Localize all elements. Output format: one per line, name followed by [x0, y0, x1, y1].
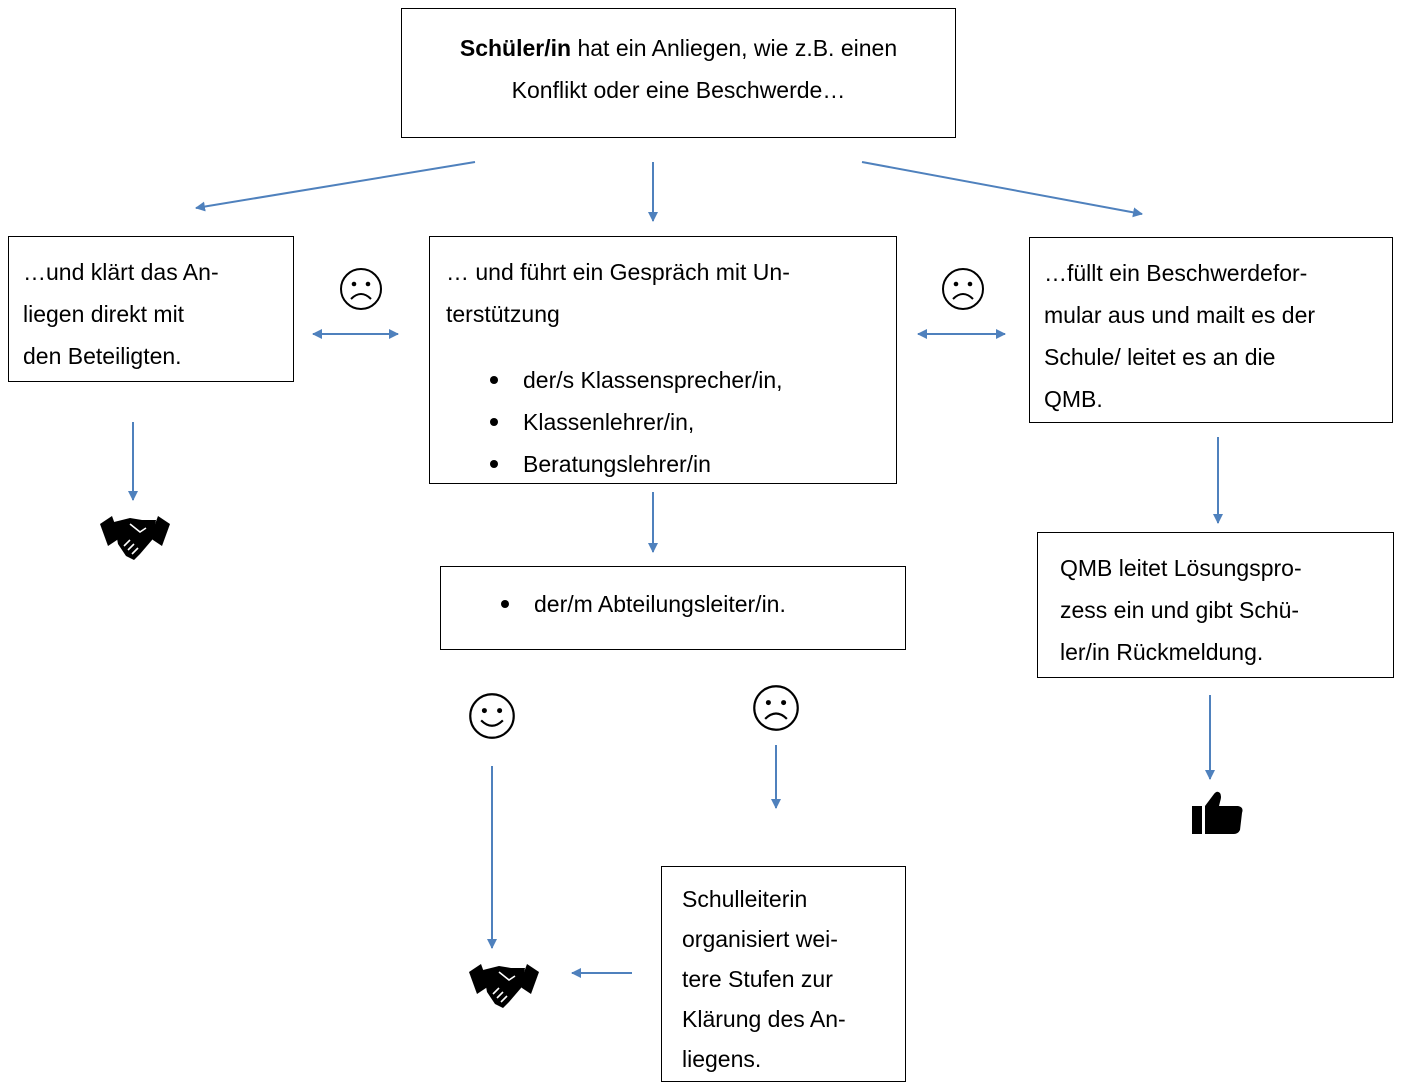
start-subject: Schüler/in	[459, 35, 572, 61]
box-line: liegens.	[682, 1046, 762, 1072]
qmb-box: QMB leitet Lösungspro- zess ein und gibt…	[1037, 532, 1394, 678]
box-line: Schule/ leitet es an die	[1044, 344, 1276, 370]
frowning-face-icon	[942, 268, 984, 310]
frowning-face-icon	[340, 268, 382, 310]
list-item: Klassenlehrer/in,	[430, 401, 896, 443]
box-line: mular aus und mailt es der	[1044, 302, 1316, 328]
conversation-box: … und führt ein Gespräch mit Un- terstüt…	[429, 236, 897, 484]
box-line: ler/in Rückmeldung.	[1060, 639, 1264, 665]
arrow-top-to-right	[861, 161, 1143, 218]
principal-box: Schulleiterin organisiert wei- tere Stuf…	[661, 866, 906, 1082]
start-text-line-1: hat ein Anliegen, wie z.B. einen	[571, 35, 898, 61]
start-text-line-2: Konflikt oder eine Beschwerde…	[511, 77, 846, 103]
box-line: terstützung	[446, 301, 560, 327]
list-item: der/s Klassensprecher/in,	[430, 359, 896, 401]
box-line: den Beteiligten.	[23, 343, 182, 369]
box-line: Schulleiterin	[682, 886, 808, 912]
box-line: …füllt ein Beschwerdefor-	[1044, 260, 1308, 286]
box-line: organisiert wei-	[682, 926, 838, 952]
box-line: QMB.	[1044, 386, 1103, 412]
complaint-form-box: …füllt ein Beschwerdefor- mular aus und …	[1029, 237, 1393, 423]
support-list: der/s Klassensprecher/in, Klassenlehrer/…	[430, 359, 896, 483]
handshake-icon	[100, 516, 170, 560]
box-line: liegen direkt mit	[23, 301, 185, 327]
box-line: QMB leitet Lösungspro-	[1060, 555, 1302, 581]
box-line: …und klärt das An-	[23, 259, 219, 285]
direct-clarification-box: …und klärt das An- liegen direkt mit den…	[8, 236, 294, 382]
department-head-box: der/m Abteilungsleiter/in.	[440, 566, 906, 650]
box-line: … und führt ein Gespräch mit Un-	[446, 259, 790, 285]
arrow-top-to-left	[195, 161, 476, 212]
frowning-face-icon	[753, 685, 799, 731]
start-box: Schüler/in hat ein Anliegen, wie z.B. ei…	[401, 8, 956, 138]
smiling-face-icon	[469, 693, 515, 739]
box-line: Klärung des An-	[682, 1006, 846, 1032]
handshake-icon	[469, 964, 539, 1008]
department-head-list: der/m Abteilungsleiter/in.	[441, 583, 905, 625]
list-item: Beratungslehrer/in	[430, 443, 896, 483]
box-line: tere Stufen zur	[682, 966, 833, 992]
list-item: der/m Abteilungsleiter/in.	[441, 583, 905, 625]
box-line: zess ein und gibt Schü-	[1060, 597, 1300, 623]
thumbs-up-icon	[1192, 791, 1243, 834]
